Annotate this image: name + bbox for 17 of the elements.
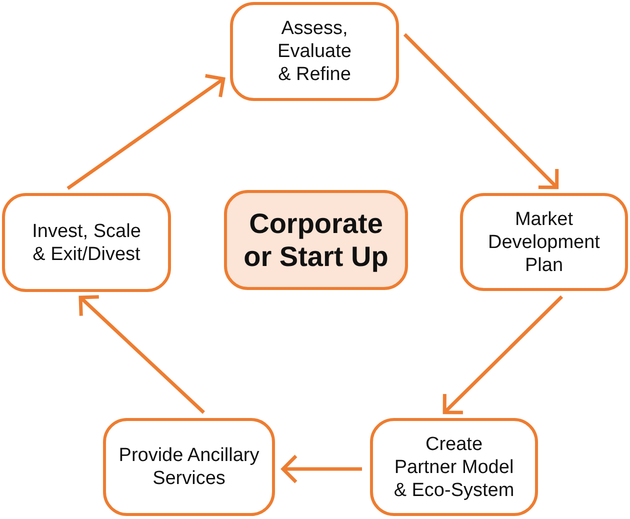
rounded-box xyxy=(370,418,538,516)
box-label: Create Partner Model & Eco-System xyxy=(392,432,516,502)
arrow xyxy=(78,295,205,414)
arrow xyxy=(403,33,559,190)
arrow xyxy=(281,454,362,484)
rounded-box xyxy=(103,418,275,516)
arrow xyxy=(66,74,226,190)
arrow xyxy=(442,295,564,414)
box-label: Corporate or Start Up xyxy=(242,207,390,273)
rounded-box xyxy=(2,193,171,292)
rounded-box xyxy=(460,193,628,291)
box-label: Invest, Scale & Exit/Divest xyxy=(31,220,142,266)
highlighted-rounded-box xyxy=(224,190,408,290)
box-label: Assess, Evaluate & Refine xyxy=(276,17,352,86)
rounded-box xyxy=(230,2,399,101)
box-label: Market Development Plan xyxy=(487,208,601,276)
box-label: Provide Ancillary Services xyxy=(118,444,260,490)
